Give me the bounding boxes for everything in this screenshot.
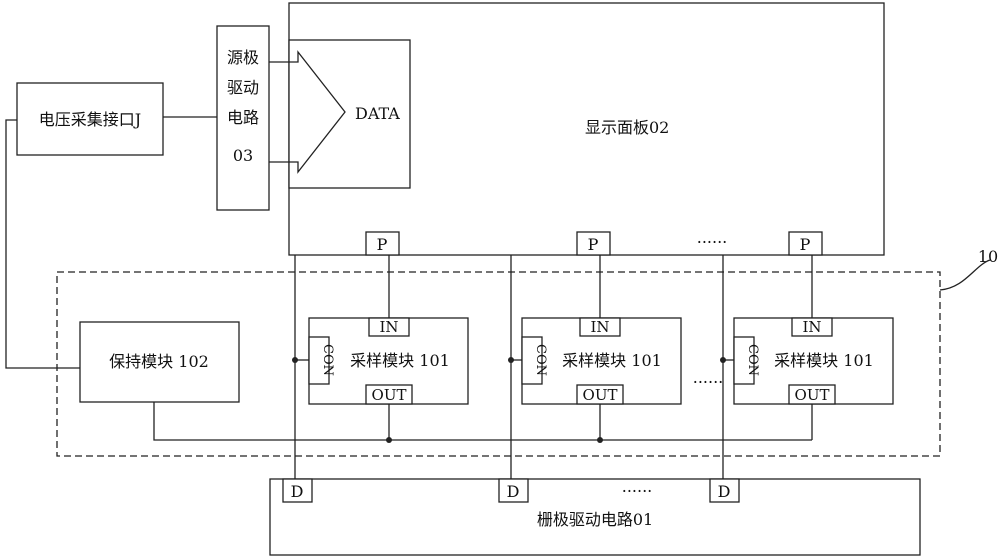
in-port — [791, 317, 833, 337]
junction-dot — [508, 357, 514, 363]
group-ref-label: 10 — [978, 247, 998, 266]
p-pin: P — [788, 231, 823, 256]
source-driver-line-2: 驱动 — [227, 78, 259, 97]
d-pin: D — [282, 478, 313, 503]
svg-text:D: D — [718, 482, 731, 501]
in-port — [579, 317, 621, 337]
voltage-interface — [16, 82, 164, 156]
p-pin-ellipsis: ...... — [697, 228, 728, 247]
display-panel-label: 显示面板02 — [585, 118, 669, 137]
junction-dot — [720, 357, 726, 363]
svg-text:P: P — [800, 235, 811, 254]
source-driver-line-1: 源极 — [227, 48, 259, 67]
sampling-module-label: 采样模块 101 — [562, 351, 662, 370]
d-pin-ellipsis: ...... — [622, 477, 653, 496]
out-port-label: OUT — [795, 386, 830, 404]
data-arrow — [289, 50, 346, 174]
source-driver-line-3: 电路 — [227, 108, 259, 127]
module-ellipsis: ...... — [693, 368, 724, 387]
hold-module — [79, 321, 240, 403]
svg-text:P: P — [377, 235, 388, 254]
voltage-interface-label: 电压采集接口J — [39, 110, 141, 129]
sampling-module-label: 采样模块 101 — [774, 351, 874, 370]
in-port — [368, 317, 410, 337]
source-driver-line-4: 03 — [233, 146, 253, 165]
con-port-label: CON — [533, 344, 548, 376]
in-port-label: IN — [379, 318, 398, 336]
svg-text:P: P — [588, 235, 599, 254]
out-port-label: OUT — [583, 386, 618, 404]
junction-dot — [597, 437, 603, 443]
d-pin: D — [498, 478, 529, 503]
d-pin: D — [709, 478, 740, 503]
con-port-label: CON — [745, 344, 760, 376]
out-port-label: OUT — [372, 386, 407, 404]
in-port-label: IN — [590, 318, 609, 336]
sampling-module: IN OUT CON 采样模块 101 — [308, 317, 469, 405]
junction-dot — [386, 437, 392, 443]
gate-driver-label: 栅极驱动电路01 — [537, 510, 653, 529]
source-driver — [216, 25, 270, 211]
p-pin: P — [365, 231, 400, 256]
junction-dot — [292, 357, 298, 363]
interface-to-hold-wire — [5, 119, 80, 369]
gate-driver — [269, 478, 921, 556]
sampling-module: IN OUT CON 采样模块 101 — [521, 317, 682, 405]
sampling-module: IN OUT CON 采样模块 101 — [733, 317, 894, 405]
hold-module-label: 保持模块 102 — [109, 352, 209, 371]
p-pin: P — [576, 231, 611, 256]
data-block — [288, 39, 411, 189]
con-port-label: CON — [320, 344, 335, 376]
output-bus — [153, 402, 812, 441]
sampling-module-label: 采样模块 101 — [350, 351, 450, 370]
module-group-boundary — [56, 271, 941, 457]
svg-text:D: D — [291, 482, 304, 501]
in-port-label: IN — [802, 318, 821, 336]
data-label: DATA — [355, 104, 400, 123]
svg-text:D: D — [507, 482, 520, 501]
group-leader-line — [939, 259, 991, 291]
